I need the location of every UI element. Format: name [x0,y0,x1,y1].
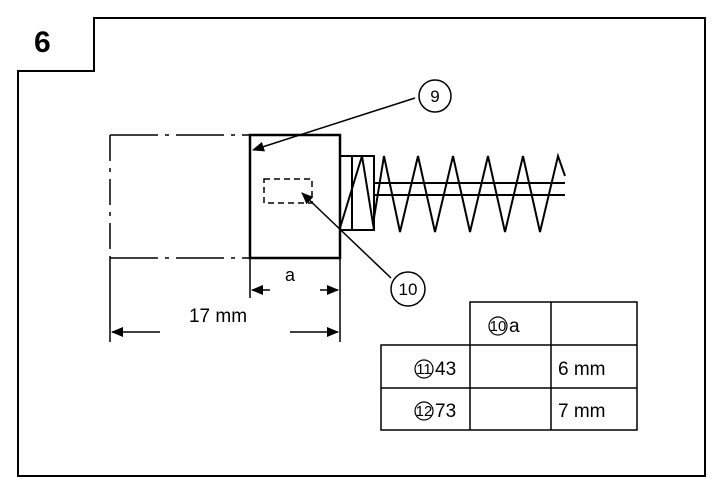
svg-text:6 mm: 6 mm [558,359,606,380]
wear-indicator-mark [263,178,313,204]
dimension-lines [109,258,341,342]
step-number: 6 [34,26,51,59]
svg-text:43: 43 [435,359,456,380]
svg-text:12: 12 [416,403,433,420]
table-row-1: 11 43 6 mm [414,359,606,380]
page-frame [17,17,706,477]
brush-block [248,133,342,260]
dimension-a-label: a [285,265,296,285]
brush-spring [339,152,566,233]
svg-text:10: 10 [399,280,418,299]
svg-text:10: 10 [490,318,507,335]
brush-body-outline [109,134,250,259]
svg-text:73: 73 [435,401,456,422]
table-header-ref: 10 a [488,316,520,337]
svg-text:a: a [509,316,520,337]
callout-10: 10 [301,192,426,307]
callout-9: 9 [252,79,452,152]
dimension-17mm-label: 17 mm [189,306,247,327]
svg-text:9: 9 [430,87,439,106]
svg-text:7 mm: 7 mm [558,401,606,422]
spec-table [380,301,638,431]
svg-text:11: 11 [416,361,432,378]
table-row-2: 12 73 7 mm [414,401,606,422]
